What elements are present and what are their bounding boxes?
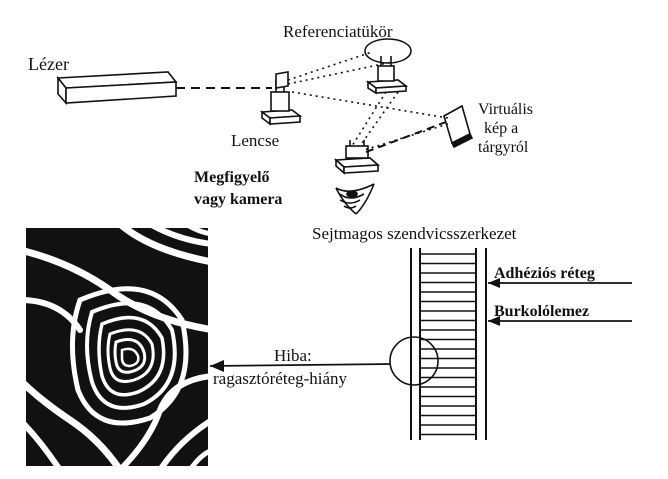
label-reference-mirror: Referenciatükör [283,22,393,41]
label-defect-2: ragasztóréteg-hiány [213,369,348,388]
label-virtual-image-1: Virtuális [478,101,533,118]
annotation-arrows [209,278,632,372]
observer-camera-device [334,140,380,175]
label-virtual-image-2: kép a [484,120,518,137]
label-observer-2: vagy kamera [194,191,282,208]
lens-device [259,71,303,126]
label-observer-1: Megfigyelő [194,169,270,186]
defect-highlight-circle [389,336,439,386]
label-laser: Lézer [28,54,69,74]
reconstruction-beam [365,121,447,153]
sandwich-structure [410,248,487,440]
laser-device [56,71,178,106]
label-lens: Lencse [231,131,279,150]
label-defect-1: Hiba: [274,346,312,365]
interferogram-fringe-pattern [26,228,208,466]
label-sandwich-structure: Sejtmagos szendvicsszerkezet [312,224,517,243]
label-virtual-image-3: tárgyról [478,139,529,156]
label-adhesion-layer: Adhéziós réteg [494,265,595,282]
label-cover-sheet: Burkolólemez [494,303,589,320]
virtual-image-plate [443,104,474,149]
reference-mirror-highlight [364,38,412,64]
reference-mirror-device [365,56,409,95]
honeycomb-core-cells [420,253,476,436]
beam-paths [287,51,449,151]
eye-icon [335,183,375,215]
